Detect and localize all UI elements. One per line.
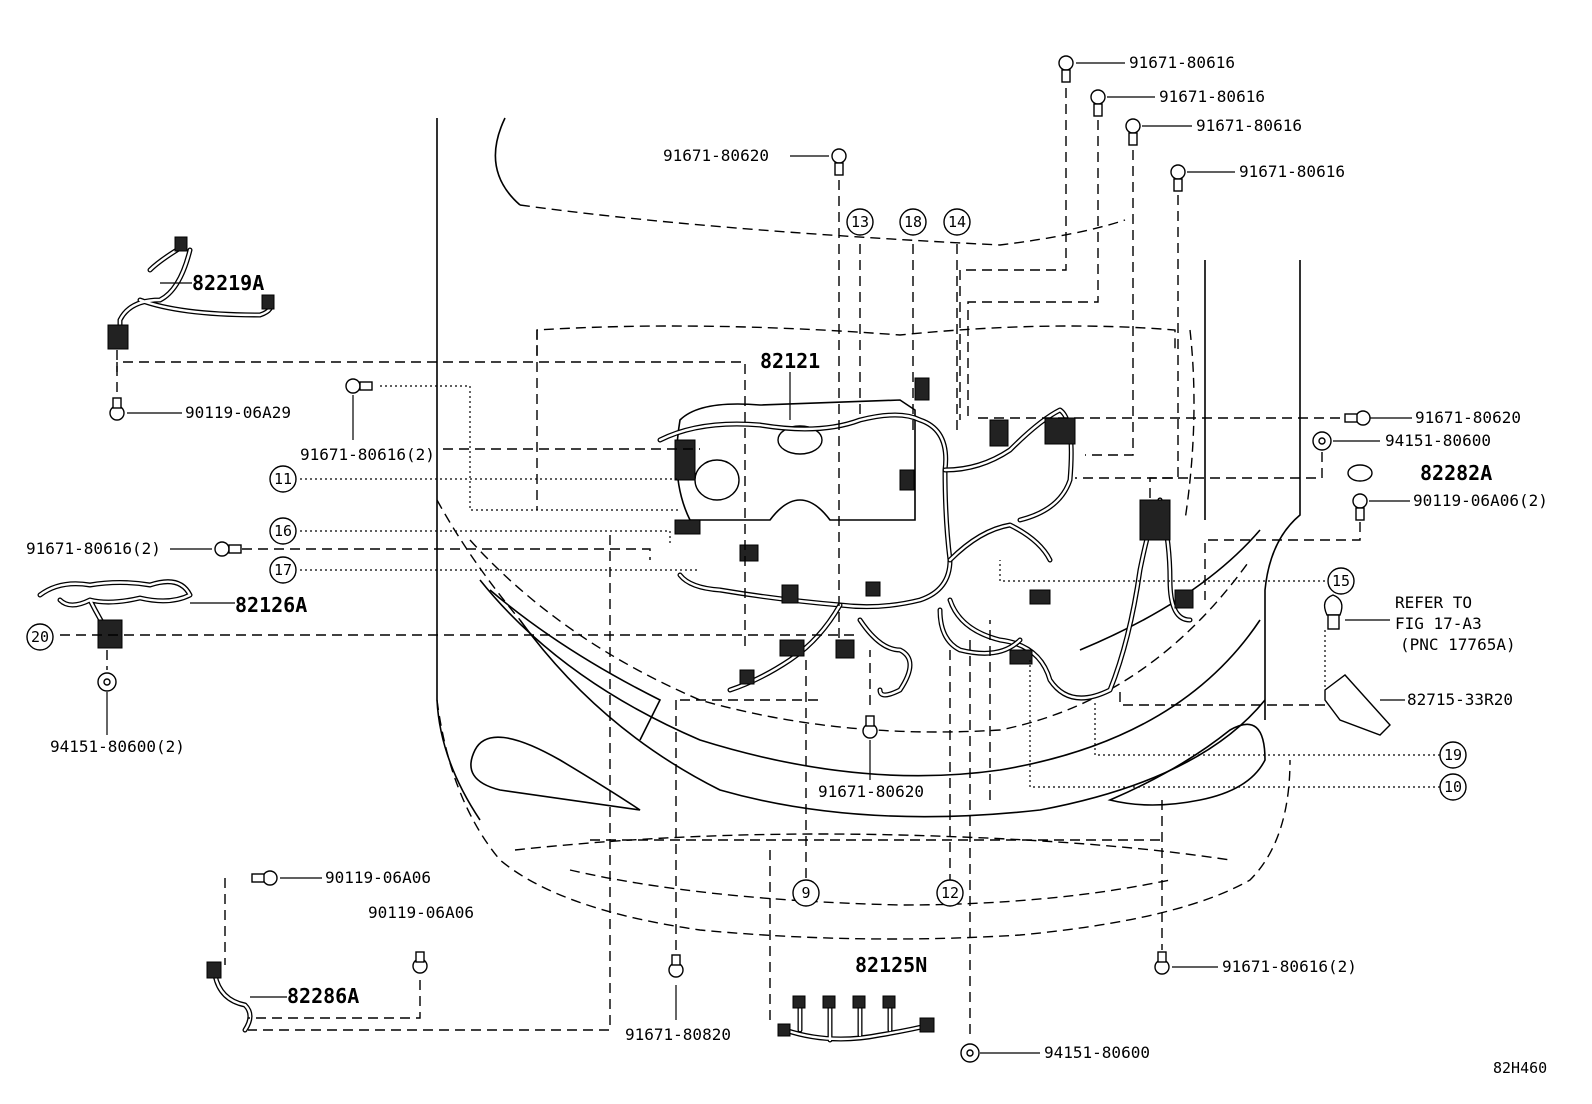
refer-line-1: REFER TO [1395,593,1472,612]
label-bolt-right-2: 90119-06A06(2) [1413,491,1548,510]
svg-text:10: 10 [1444,778,1462,796]
leader-lines [60,62,1440,1054]
refer-line-2: FIG 17-A3 [1395,614,1482,633]
nut-icon [1312,431,1332,451]
refer-line-3: (PNC 17765A) [1400,635,1516,654]
bolt-icon [862,715,878,739]
bolt-icon [1170,164,1186,192]
label-nut-bottom-1: 94151-80600 [1044,1043,1150,1062]
callout-10: 10 [1439,773,1467,801]
callout-12: 12 [936,879,964,907]
label-bolt-center-top: 91671-80620 [663,146,769,165]
callout-9: 9 [792,879,820,907]
svg-text:11: 11 [274,470,292,488]
part-label-82282A: 82282A [1420,461,1492,485]
bolt-icon [831,148,847,176]
bolt-icon [1125,118,1141,146]
bolt-icon [1352,493,1368,521]
label-bolt-top-3: 91671-80616 [1196,116,1302,135]
bolt-icon [345,378,373,394]
label-bolt-center-bottom: 91671-80620 [818,782,924,801]
label-bolt-left-3: 91671-80616(2) [26,539,161,558]
bolt-icon [109,397,125,421]
callout-14: 14 [943,208,971,236]
callout-13: 13 [846,208,874,236]
label-bolt-bottom-right: 91671-80616(2) [1222,957,1357,976]
callout-16: 16 [269,517,297,545]
svg-text:16: 16 [274,522,292,540]
callout-18: 18 [899,208,927,236]
svg-text:20: 20 [31,628,49,646]
label-nut-right-1: 94151-80600 [1385,431,1491,450]
label-bolt-top-4: 91671-80616 [1239,162,1345,181]
part-label-82126A: 82126A [235,593,307,617]
harness-82219A: 82219A [107,236,275,350]
part-label-82121: 82121 [760,349,820,373]
bolt-icon [1090,89,1106,117]
svg-text:19: 19 [1444,746,1462,764]
callout-20: 20 [26,623,54,651]
bolt-icon [412,951,428,974]
nut-icon [960,1043,980,1063]
svg-text:17: 17 [274,561,292,579]
svg-text:13: 13 [851,213,869,231]
svg-text:14: 14 [948,213,966,231]
engine-harness-82121: 82121 [657,349,1194,701]
svg-text:15: 15 [1332,572,1350,590]
svg-text:18: 18 [904,213,922,231]
callouts: 13 18 14 11 16 17 20 15 19 10 9 12 [26,208,1467,907]
label-bolt-bottom-1: 91671-80820 [625,1025,731,1044]
label-bolt-top-1: 91671-80616 [1129,53,1235,72]
fastener-labels: 91671-80616 91671-80616 91671-80616 9167… [26,53,1548,1062]
label-bolt-right-1: 91671-80620 [1415,408,1521,427]
vehicle-outline [436,117,1301,940]
callout-17: 17 [269,556,297,584]
bolt-icon [214,541,242,557]
bracket-icon [1324,674,1391,736]
diagram-code: 82H460 [1493,1059,1547,1077]
engine-cap-center [777,425,823,455]
svg-text:12: 12 [941,884,959,902]
part-label-82219A: 82219A [192,271,264,295]
svg-text:9: 9 [801,884,810,902]
nut-icon [97,672,117,692]
part-label-82286A: 82286A [287,984,359,1008]
harness-82125N: 82125N [777,953,935,1043]
label-nut-left-1: 94151-80600(2) [50,737,185,756]
harness-82126A: 82126A [37,579,307,649]
part-label-82125N: 82125N [855,953,927,977]
bolt-icon [251,870,278,886]
label-bracket: 82715-33R20 [1407,690,1513,709]
callout-11: 11 [269,465,297,493]
harness-82286A: 82286A [206,961,359,1033]
label-bolt-top-2: 91671-80616 [1159,87,1265,106]
bolt-icon [1058,55,1074,83]
label-bolt-bl-2: 90119-06A06 [368,903,474,922]
nut-icon [1347,464,1373,482]
bolt-icon [1344,410,1371,426]
label-bolt-left-2: 91671-80616(2) [300,445,435,464]
bulb-icon [1323,594,1343,616]
label-bolt-bl-1: 90119-06A06 [325,868,431,887]
bolt-icon [668,954,684,978]
fastener-glyphs [97,55,1391,1063]
refer-note: REFER TO FIG 17-A3 (PNC 17765A) [1395,593,1516,654]
callout-19: 19 [1439,741,1467,769]
bolt-icon [1154,951,1170,975]
label-bolt-left-1: 90119-06A29 [185,403,291,422]
engine-cap-left [694,459,740,501]
callout-15: 15 [1327,567,1355,595]
